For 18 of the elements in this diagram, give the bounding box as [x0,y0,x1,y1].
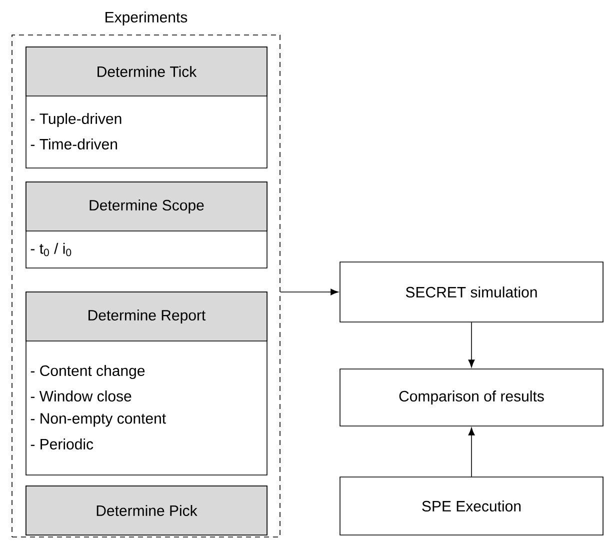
group-title: Experiments [106,12,188,26]
list-item: - Time-driven [30,138,118,150]
list-item: - Tuple-driven [30,113,122,127]
list-item: - Window close [30,390,132,402]
process-box: SECRET simulation [340,262,604,322]
process-box: SPE Execution [340,476,604,536]
list-item: - Non-empty content [30,413,166,427]
list-item: - Periodic [30,438,94,450]
list-item: - t$_{0}$ / i$_{0}$ [30,242,72,256]
card-heading: Determine Report [88,310,206,324]
card-heading: Determine Tick [98,66,197,77]
card-heading: Determine Scope [90,200,204,214]
process-box: Comparison of results [340,368,604,426]
arrow [468,322,475,368]
card-heading: Determine Pick [96,505,198,516]
arrow [280,288,338,296]
arrow [468,428,475,477]
list-item: - Content change [30,365,145,379]
